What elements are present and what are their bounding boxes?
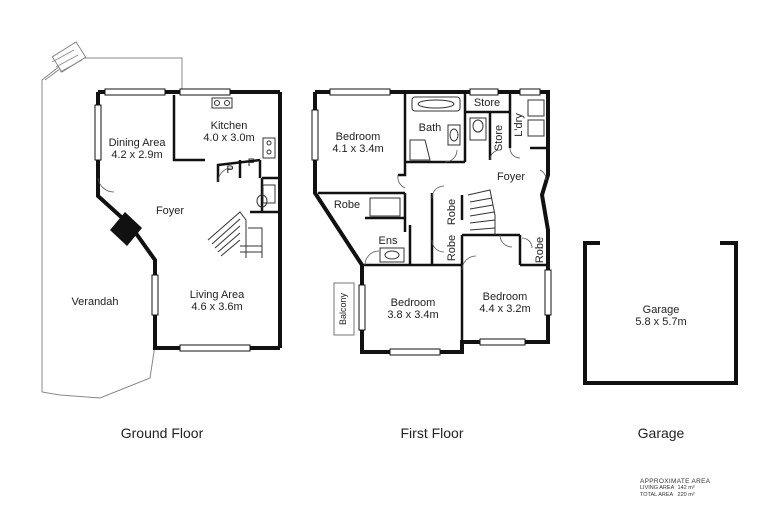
balcony-outline <box>333 282 355 336</box>
garage-label: Garage <box>643 304 680 316</box>
living-area-size: 4.6 x 3.6m <box>191 301 242 313</box>
living-area-row: LIVING AREA 142 m² <box>640 485 750 492</box>
dining-area-label: Dining Area <box>109 137 167 149</box>
garage-size: 5.8 x 5.7m <box>635 316 686 328</box>
bedroom-1-label: Bedroom <box>336 131 381 143</box>
balcony-label: Balcony <box>338 292 348 325</box>
first-floor-plan: Bedroom 4.1 x 3.4m Bath Store Store L'dr… <box>311 88 552 441</box>
bath-label: Bath <box>419 122 442 134</box>
first-floor-title: First Floor <box>401 425 464 441</box>
ground-floor-doors <box>97 167 233 193</box>
first-floor-windows <box>311 88 552 356</box>
kitchen-size: 4.0 x 3.0m <box>203 132 254 144</box>
total-area-value: 220 m² <box>677 492 695 498</box>
garage-walls <box>583 241 738 385</box>
first-floor-fixtures <box>369 96 545 263</box>
first-foyer-label: Foyer <box>497 171 525 183</box>
ground-floor-windows <box>94 88 251 352</box>
fridge-label: F <box>248 157 255 169</box>
approximate-area-box: APPROXIMATE AREA LIVING AREA 142 m² TOTA… <box>640 478 750 499</box>
total-area-row: TOTAL AREA 220 m² <box>640 492 750 499</box>
bedroom-2-label: Bedroom <box>391 297 436 309</box>
kitchen-fixtures <box>211 97 276 208</box>
bedroom-3-size: 4.4 x 3.2m <box>479 303 530 315</box>
store-2-label: Store <box>493 125 505 151</box>
robe-1-label: Robe <box>334 199 360 211</box>
store-1-label: Store <box>474 97 500 109</box>
garage-title: Garage <box>638 425 685 441</box>
ground-floor-staircase <box>207 211 263 258</box>
living-area-total-label: LIVING AREA <box>640 485 675 491</box>
bedroom-3-label: Bedroom <box>483 291 528 303</box>
dining-area-size: 4.2 x 2.9m <box>111 149 162 161</box>
robe-2-label: Robe <box>446 199 458 225</box>
ensuite-label: Ens <box>379 235 398 247</box>
laundry-label: L'dry <box>513 113 525 137</box>
approximate-area-heading: APPROXIMATE AREA <box>640 478 711 485</box>
living-area-label: Living Area <box>190 289 245 301</box>
fireplace <box>110 212 142 246</box>
bedroom-2-size: 3.8 x 3.4m <box>387 309 438 321</box>
ground-floor-interior-walls <box>172 95 278 214</box>
garage-plan: Garage 5.8 x 5.7m Garage <box>583 241 738 441</box>
first-floor-staircase <box>467 189 496 235</box>
ground-floor-title: Ground Floor <box>121 425 204 441</box>
bedroom-1-size: 4.1 x 3.4m <box>332 143 383 155</box>
living-area-total-value: 142 m² <box>677 485 695 491</box>
pantry-label: P <box>226 164 233 176</box>
first-floor-doors <box>364 147 547 271</box>
verandah-steps <box>51 49 83 73</box>
kitchen-label: Kitchen <box>211 120 248 132</box>
ground-floor-plan: Dining Area 4.2 x 2.9m Kitchen 4.0 x 3.0… <box>41 41 282 441</box>
verandah-label: Verandah <box>71 296 118 308</box>
total-area-label: TOTAL AREA <box>640 492 674 498</box>
ground-foyer-label: Foyer <box>156 205 184 217</box>
robe-3-label: Robe <box>446 235 458 261</box>
first-floor-interior-walls <box>318 94 546 342</box>
robe-4-label: Robe <box>534 237 546 263</box>
